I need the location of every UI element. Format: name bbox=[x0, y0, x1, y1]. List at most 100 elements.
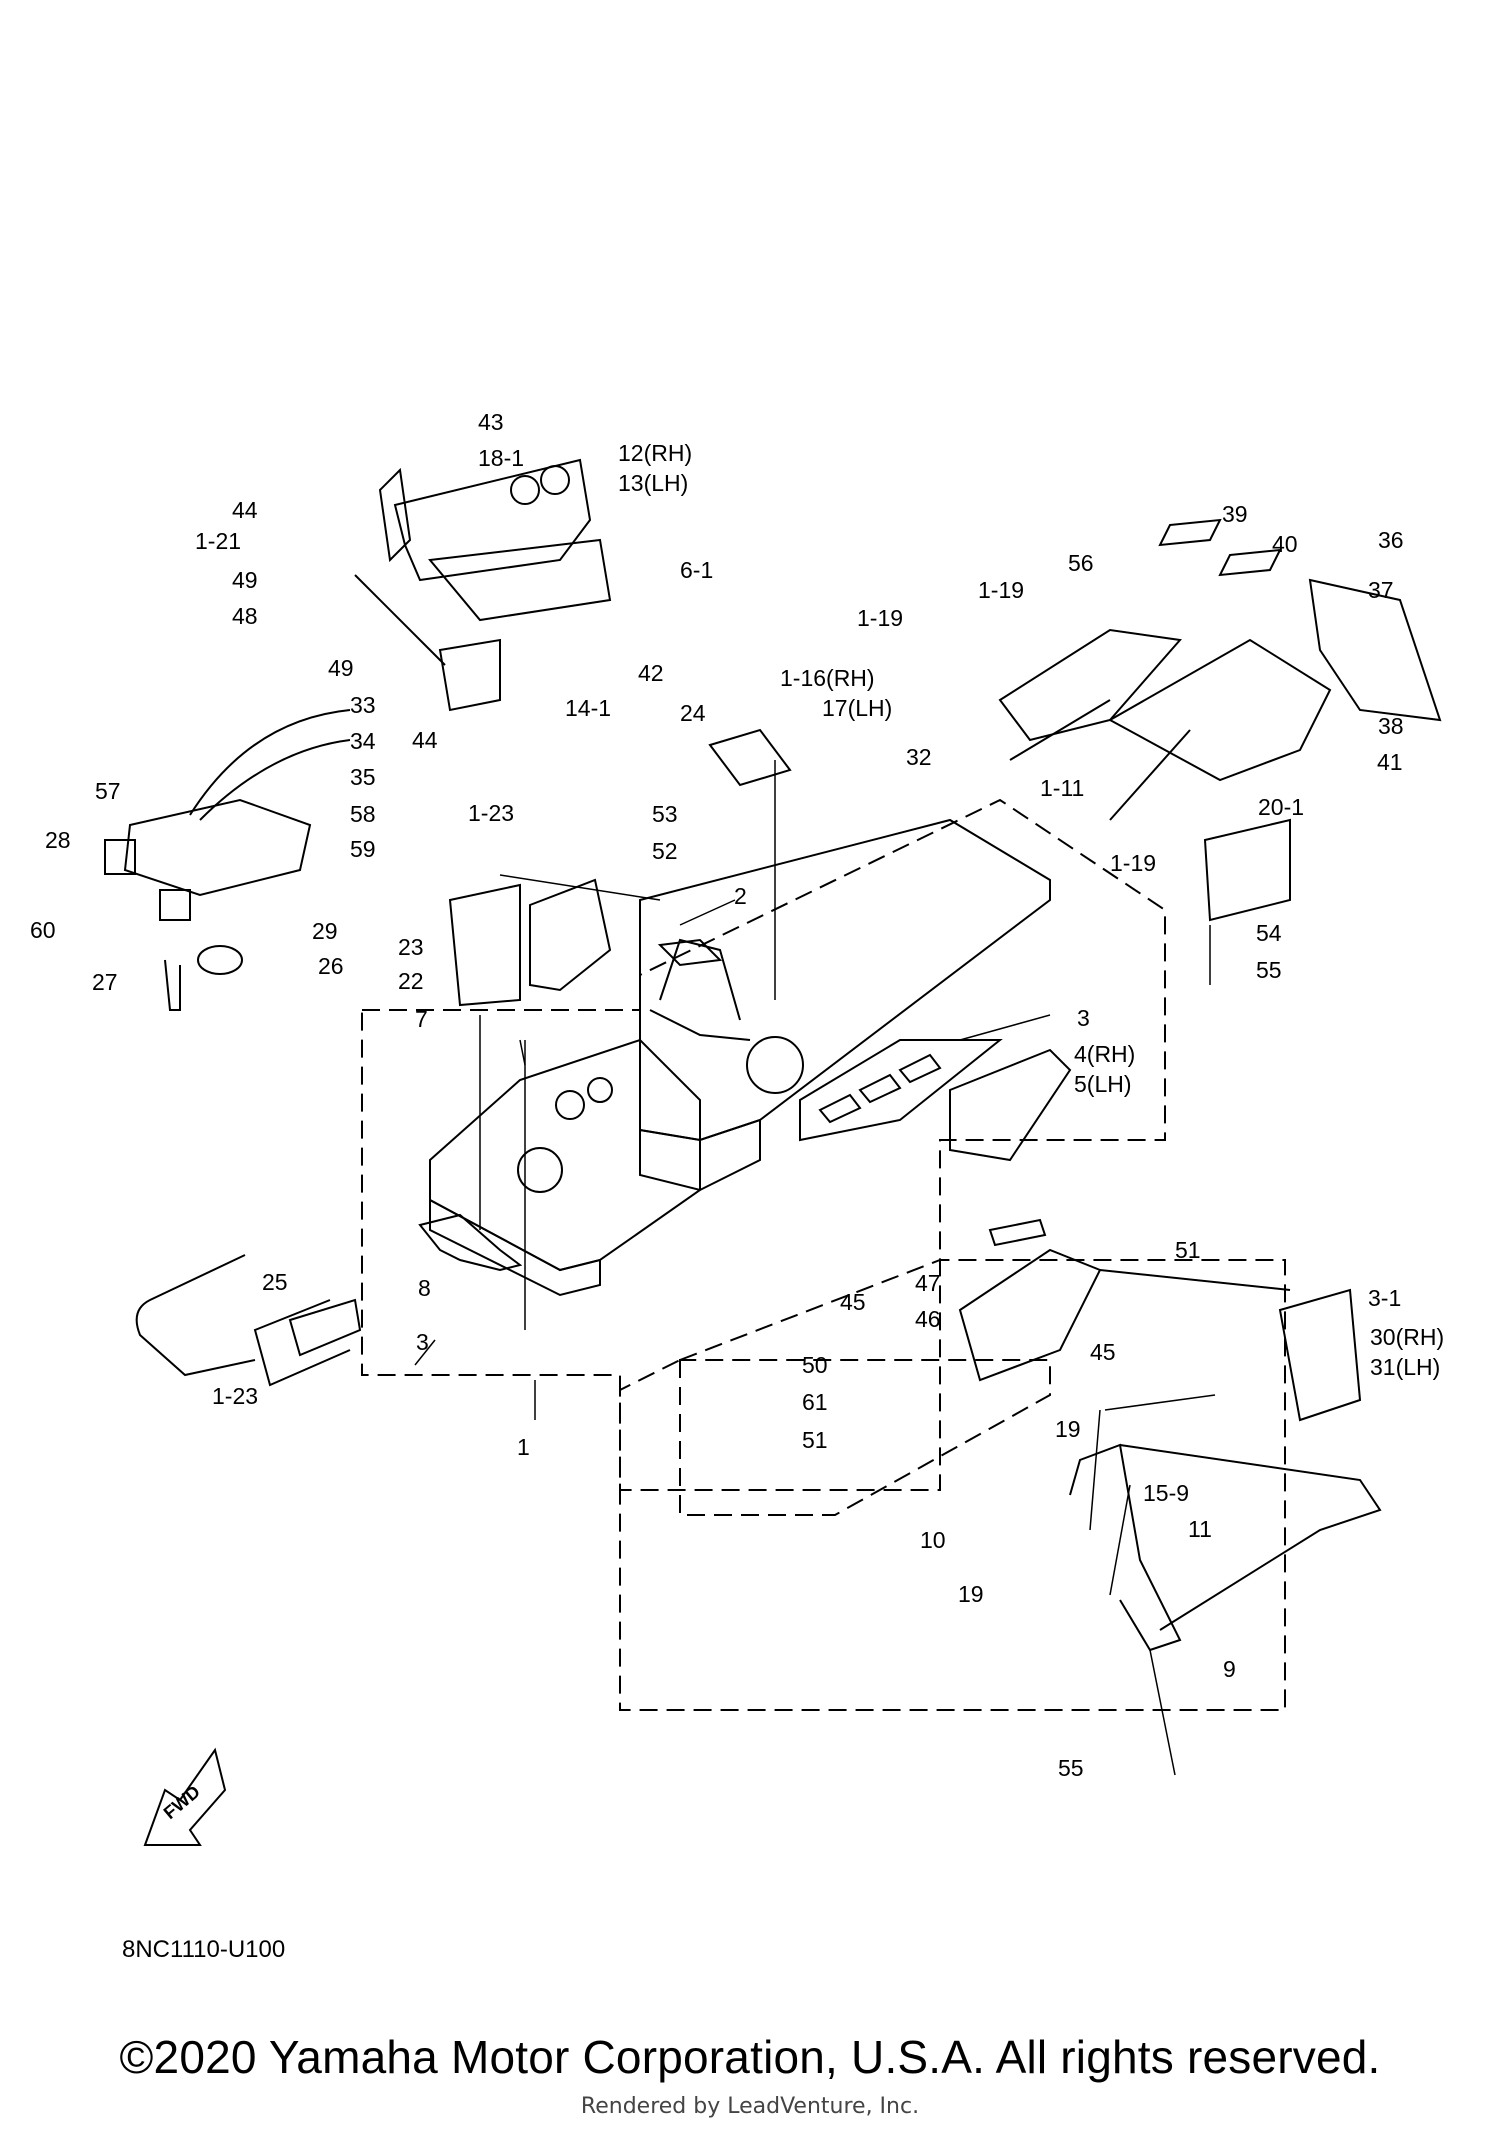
callout-34: 34 bbox=[350, 728, 376, 754]
rear-plate bbox=[1278, 1288, 1362, 1422]
band-26 bbox=[197, 945, 243, 975]
callout-53: 53 bbox=[652, 801, 678, 827]
callout-1-11: 1-11 bbox=[1040, 775, 1084, 801]
callout-54: 54 bbox=[1256, 920, 1282, 946]
side-panel-left bbox=[448, 874, 661, 1007]
callout-20-1: 20-1 bbox=[1258, 794, 1304, 820]
callout-1-21: 1-21 bbox=[195, 528, 241, 554]
hose-33-34 bbox=[189, 709, 351, 816]
callout-11: 11 bbox=[1188, 1516, 1212, 1542]
rear-bumper bbox=[1069, 1288, 1382, 1776]
callout-43: 43 bbox=[478, 409, 504, 435]
callout-5-lh: 5(LH) bbox=[1074, 1071, 1132, 1097]
callout-39: 39 bbox=[1222, 501, 1248, 527]
front-bracket bbox=[418, 1213, 523, 1272]
footrest bbox=[958, 1218, 1291, 1382]
callouts: 1 2 3 3 3-1 4(RH) 5(LH) 6-1 7 8 9 10 11 … bbox=[30, 409, 1444, 1781]
electrical-tray bbox=[123, 798, 312, 897]
diagram-code: 8NC1110-U100 bbox=[122, 1936, 286, 1963]
callout-3: 3 bbox=[416, 1329, 429, 1355]
callout-37: 37 bbox=[1368, 577, 1394, 603]
callout-9: 9 bbox=[1223, 1656, 1236, 1682]
strap-27 bbox=[164, 959, 181, 1011]
callout-28: 28 bbox=[45, 827, 71, 853]
callout-8: 8 bbox=[418, 1275, 431, 1301]
callout-61: 61 bbox=[802, 1389, 828, 1415]
callout-29: 29 bbox=[312, 918, 338, 944]
callout-17-lh: 17(LH) bbox=[822, 695, 892, 721]
leader-lines bbox=[414, 760, 1216, 1596]
callout-45: 45 bbox=[1090, 1339, 1116, 1365]
copyright-notice: ©2020 Yamaha Motor Corporation, U.S.A. A… bbox=[119, 2031, 1381, 2083]
footrest-group-boundary bbox=[679, 1359, 1051, 1516]
callout-10: 10 bbox=[920, 1527, 946, 1553]
relay-29 bbox=[159, 889, 191, 921]
callout-23: 23 bbox=[398, 934, 424, 960]
callout-33: 33 bbox=[350, 692, 376, 718]
callout-27: 27 bbox=[92, 969, 118, 995]
callout-4-rh: 4(RH) bbox=[1074, 1041, 1135, 1067]
callout-35: 35 bbox=[350, 764, 376, 790]
callout-7: 7 bbox=[415, 1006, 428, 1032]
callout-42: 42 bbox=[638, 660, 664, 686]
callout-56: 56 bbox=[1068, 550, 1094, 576]
callout-36: 36 bbox=[1378, 527, 1404, 553]
rear-lower-group-boundary bbox=[619, 1259, 1286, 1711]
callout-59: 59 bbox=[350, 836, 376, 862]
callout-1-19: 1-19 bbox=[1110, 850, 1156, 876]
callout-1-23: 1-23 bbox=[468, 800, 514, 826]
callout-32: 32 bbox=[906, 744, 932, 770]
callout-1-19: 1-19 bbox=[978, 577, 1024, 603]
callout-24: 24 bbox=[680, 700, 706, 726]
callout-18-1: 18-1 bbox=[478, 445, 524, 471]
callout-44: 44 bbox=[232, 497, 258, 523]
callout-58: 58 bbox=[350, 801, 376, 827]
callout-2: 2 bbox=[734, 883, 747, 909]
callout-12-rh: 12(RH) bbox=[618, 440, 692, 466]
callout-19: 19 bbox=[1055, 1416, 1081, 1442]
callout-46: 46 bbox=[915, 1306, 941, 1332]
callout-15-9: 15-9 bbox=[1143, 1480, 1189, 1506]
callout-50: 50 bbox=[802, 1352, 828, 1378]
callout-6-1: 6-1 bbox=[680, 557, 713, 583]
callout-38: 38 bbox=[1378, 713, 1404, 739]
callout-22: 22 bbox=[398, 968, 424, 994]
callout-13-lh: 13(LH) bbox=[618, 470, 688, 496]
callout-41: 41 bbox=[1377, 749, 1403, 775]
upper-brackets bbox=[354, 458, 612, 712]
callout-1-19: 1-19 bbox=[857, 605, 903, 631]
side-plate-cutouts bbox=[799, 1039, 1072, 1162]
callout-26: 26 bbox=[318, 953, 344, 979]
callout-30-rh: 30(RH) bbox=[1370, 1324, 1444, 1350]
callout-19: 19 bbox=[958, 1581, 984, 1607]
callout-49: 49 bbox=[328, 655, 354, 681]
callout-44: 44 bbox=[412, 727, 438, 753]
fwd-arrow-icon: FWD bbox=[143, 1747, 227, 1846]
rear-rack bbox=[998, 518, 1442, 922]
main-frame bbox=[429, 818, 1051, 1297]
callout-45: 45 bbox=[840, 1289, 866, 1315]
callout-1: 1 bbox=[517, 1434, 530, 1460]
callout-1-23: 1-23 bbox=[212, 1383, 258, 1409]
callout-60: 60 bbox=[30, 917, 56, 943]
callout-25: 25 bbox=[262, 1269, 288, 1295]
callout-31-lh: 31(LH) bbox=[1370, 1354, 1440, 1380]
callout-40: 40 bbox=[1272, 531, 1298, 557]
callout-3: 3 bbox=[1077, 1005, 1090, 1031]
callout-57: 57 bbox=[95, 778, 121, 804]
fwd-label: FWD bbox=[160, 1781, 204, 1823]
callout-14-1: 14-1 bbox=[565, 695, 611, 721]
relay-28 bbox=[104, 839, 136, 875]
callout-48: 48 bbox=[232, 603, 258, 629]
callout-3-1: 3-1 bbox=[1368, 1285, 1401, 1311]
callout-16-rh: 1-16(RH) bbox=[780, 665, 875, 691]
pad-24 bbox=[708, 728, 792, 787]
callout-51: 51 bbox=[802, 1427, 828, 1453]
callout-55: 55 bbox=[1058, 1755, 1084, 1781]
rendered-by-notice: Rendered by LeadVenture, Inc. bbox=[580, 2094, 920, 2119]
callout-47: 47 bbox=[915, 1270, 941, 1296]
callout-52: 52 bbox=[652, 838, 678, 864]
callout-55: 55 bbox=[1256, 957, 1282, 983]
callout-51: 51 bbox=[1175, 1237, 1201, 1263]
